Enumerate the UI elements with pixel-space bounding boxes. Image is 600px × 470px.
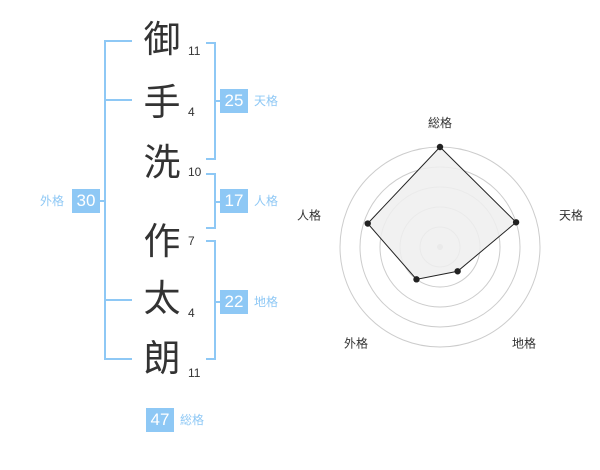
chikaku-bracket-bottom <box>206 358 216 360</box>
name-char-6: 朗 <box>143 337 181 380</box>
chikaku-connector <box>216 301 222 303</box>
stroke-count-1: 11 <box>188 44 201 58</box>
jinkaku-bracket-top <box>206 173 216 175</box>
chikaku-value: 22 <box>220 290 248 314</box>
bracket-tick <box>104 40 132 42</box>
radar-point-5 <box>364 220 371 227</box>
jinkaku-bracket-bottom <box>206 227 216 229</box>
radar-axis-label: 人格 <box>297 207 321 222</box>
tenkaku-connector <box>216 100 222 102</box>
soukaku-label: 総格 <box>180 413 205 427</box>
gaikaku-value: 30 <box>72 189 100 213</box>
radar-axis-label: 地格 <box>512 336 536 351</box>
name-char-2: 手 <box>143 81 181 124</box>
radar-point-1 <box>436 143 444 151</box>
chikaku-bracket-top <box>206 240 216 242</box>
bracket-connector <box>100 200 106 202</box>
tenkaku-value: 25 <box>220 89 248 113</box>
name-char-3: 洗 <box>143 141 181 184</box>
jinkaku-value: 17 <box>220 189 248 213</box>
radar-axis-label: 総格 <box>428 115 452 130</box>
jinkaku-label: 人格 <box>254 194 279 208</box>
gaikaku-label: 外格 <box>40 194 65 208</box>
radar-axis-label: 天格 <box>559 207 583 222</box>
jinkaku-connector <box>216 201 222 203</box>
radar-point-4 <box>413 276 420 283</box>
chikaku-bracket <box>214 240 216 360</box>
radar-point-2 <box>512 219 520 226</box>
bracket-tick <box>104 99 132 101</box>
name-char-5: 太 <box>143 277 181 320</box>
tenkaku-bracket <box>214 42 216 160</box>
bracket-tick <box>104 299 132 301</box>
radar-axis-label: 外格 <box>344 336 368 351</box>
stroke-count-2: 4 <box>188 105 195 119</box>
chikaku-label: 地格 <box>254 295 279 309</box>
jinkaku-bracket <box>214 173 216 229</box>
stroke-count-3: 10 <box>188 165 202 179</box>
name-char-1: 御 <box>143 18 181 61</box>
bracket-tick <box>104 358 132 360</box>
stroke-count-5: 4 <box>188 306 195 320</box>
radar-polygon <box>367 146 517 280</box>
name-char-4: 作 <box>143 220 181 263</box>
tenkaku-label: 天格 <box>254 94 279 108</box>
soukaku-value: 47 <box>146 408 174 432</box>
tenkaku-bracket-bottom <box>206 158 216 160</box>
radar-point-3 <box>454 268 461 275</box>
stroke-count-6: 11 <box>188 366 201 380</box>
tenkaku-bracket-top <box>206 42 216 44</box>
stroke-count-4: 7 <box>188 234 195 248</box>
